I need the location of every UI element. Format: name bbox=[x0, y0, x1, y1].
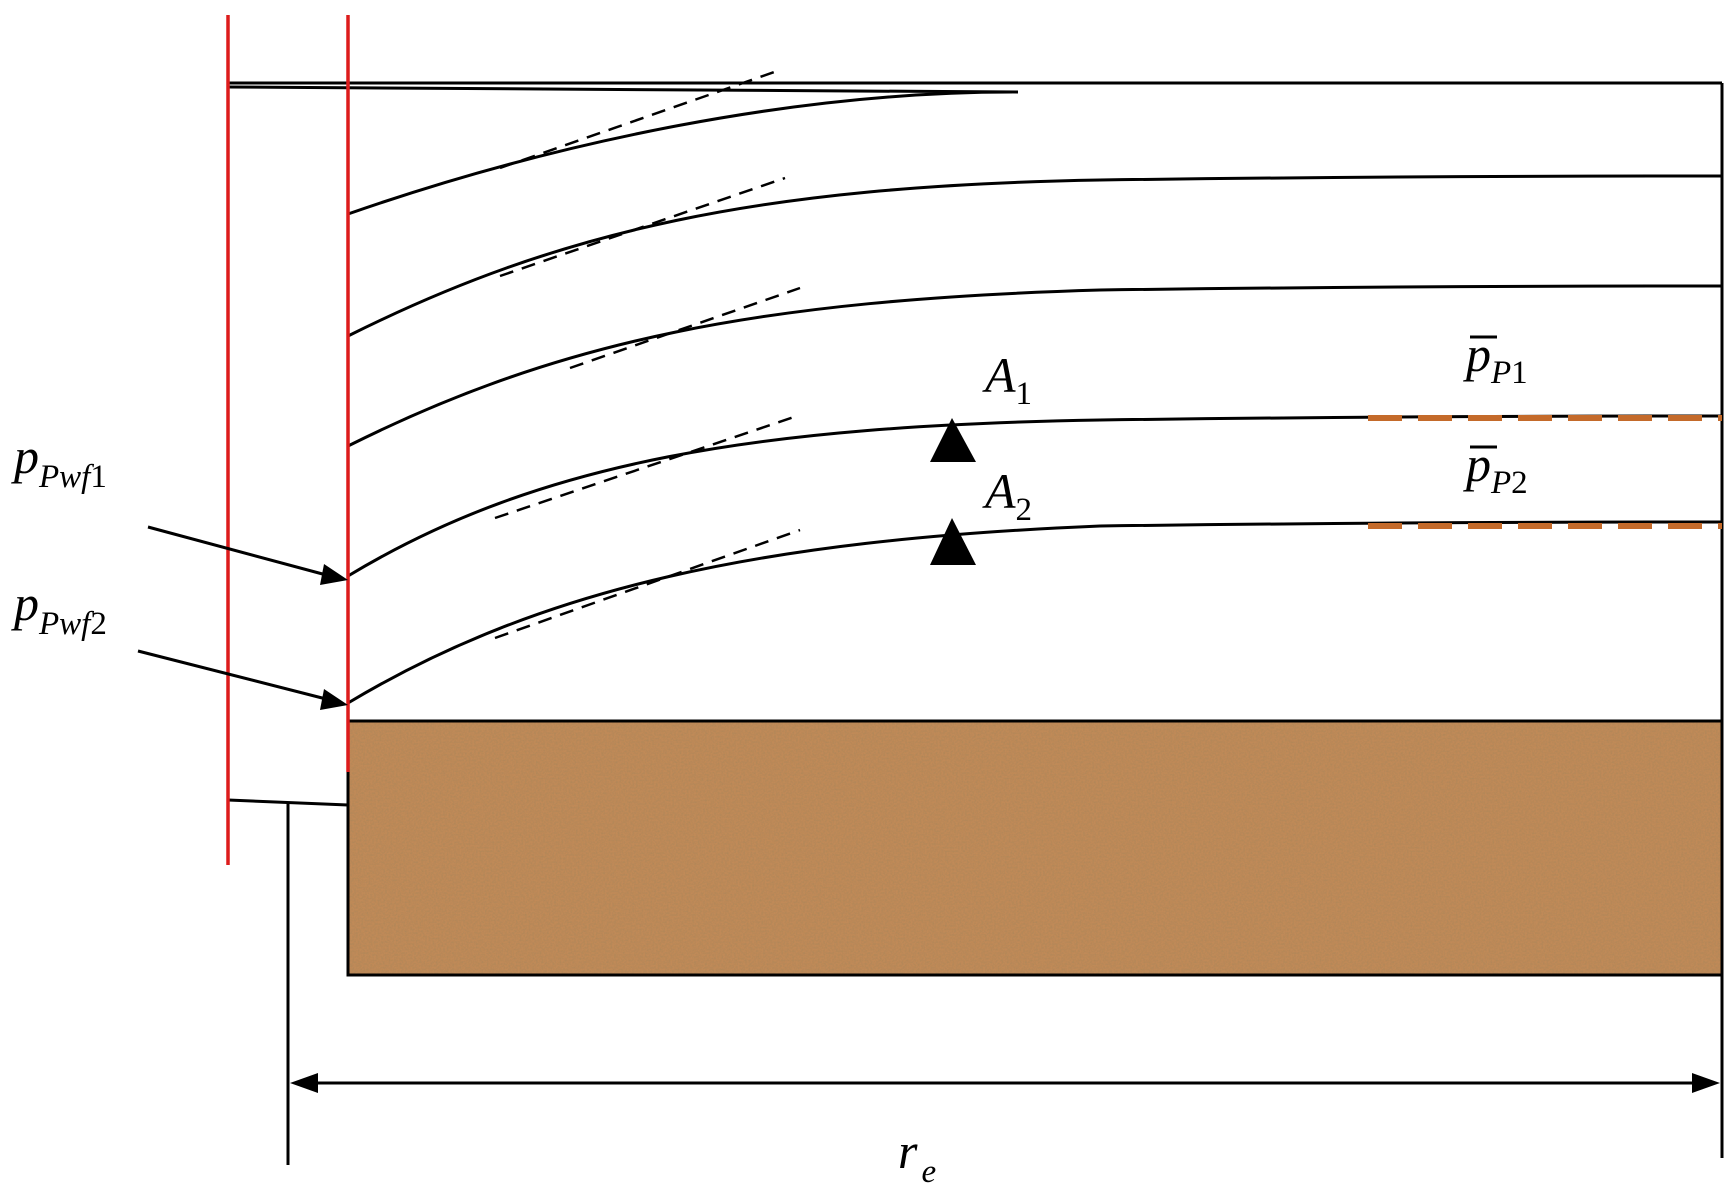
label-pwf1: pPwf1 bbox=[11, 428, 107, 495]
formation-block bbox=[348, 721, 1722, 975]
reservoir-top-boundary bbox=[227, 85, 1019, 94]
pressure-curve-5 bbox=[347, 520, 1723, 705]
pressure-curve-3 bbox=[347, 284, 1723, 448]
observation-point-a2 bbox=[930, 518, 976, 565]
arrow-pwf2 bbox=[137, 649, 331, 702]
observation-point-a1 bbox=[930, 418, 976, 462]
arrow-pwf2-head bbox=[320, 689, 348, 710]
label-pwf2: pPwf2 bbox=[11, 575, 107, 642]
tangent-line-2 bbox=[499, 176, 786, 278]
pressure-curve-1 bbox=[347, 90, 1013, 216]
dimension-arrow-right bbox=[1692, 1073, 1720, 1093]
arrow-pwf1 bbox=[147, 525, 331, 578]
pressure-curve-4 bbox=[347, 414, 1723, 578]
dimension-arrow-left bbox=[290, 1073, 318, 1093]
tangent-line-1 bbox=[499, 68, 781, 170]
arrow-pwf1-head bbox=[320, 564, 348, 585]
tangent-line-4 bbox=[494, 413, 801, 520]
tangent-line-5 bbox=[494, 528, 801, 640]
label-pp1: pP1 bbox=[1463, 326, 1528, 391]
formation-block-outline bbox=[346, 719, 1724, 977]
label-a2: A2 bbox=[982, 463, 1032, 528]
label-pp2: pP2 bbox=[1463, 436, 1528, 501]
tangent-line-3 bbox=[569, 286, 801, 370]
pressure-curve-2 bbox=[347, 174, 1723, 338]
label-a1: A1 bbox=[982, 347, 1032, 412]
